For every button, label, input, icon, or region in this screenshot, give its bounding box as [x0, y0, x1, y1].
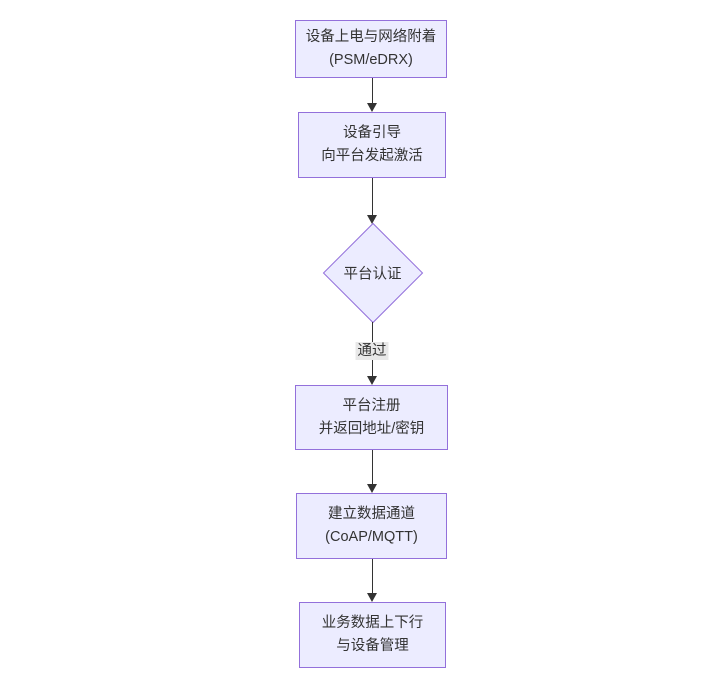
- node-label: 业务数据上下行: [321, 615, 424, 631]
- node-device-bootstrap: 设备引导 向平台发起激活: [298, 112, 446, 178]
- decision-platform-auth: 平台认证: [322, 222, 423, 324]
- arrow-down-icon: [367, 103, 377, 112]
- node-platform-register: 平台注册 并返回地址/密钥: [295, 385, 448, 450]
- arrow-down-icon: [367, 376, 377, 385]
- edge-line: [372, 178, 373, 219]
- node-label: (PSM/eDRX): [329, 52, 413, 68]
- edge-line: [372, 78, 373, 107]
- node-label: 平台认证: [343, 266, 402, 283]
- node-data-channel: 建立数据通道 (CoAP/MQTT): [296, 493, 447, 559]
- arrow-down-icon: [367, 215, 377, 224]
- node-label: 设备上电与网络附着: [305, 29, 437, 45]
- edge-line: [372, 450, 373, 488]
- arrow-down-icon: [367, 484, 377, 493]
- arrow-down-icon: [367, 593, 377, 602]
- node-business-data-mgmt: 业务数据上下行 与设备管理: [299, 602, 446, 668]
- edge-b-c: [362, 178, 382, 224]
- edge-a-b: [362, 78, 382, 112]
- edge-line: [372, 559, 373, 597]
- edge-label-pass: 通过: [355, 342, 389, 360]
- node-label: 设备引导: [343, 125, 401, 141]
- node-label: 与设备管理: [336, 638, 409, 654]
- node-label: 平台注册: [342, 397, 401, 414]
- node-power-network-attach: 设备上电与网络附着 (PSM/eDRX): [295, 20, 447, 78]
- node-label: 向平台发起激活: [321, 148, 423, 164]
- edge-d-e: [362, 450, 382, 493]
- node-label: (CoAP/MQTT): [325, 529, 418, 545]
- node-label: 建立数据通道: [328, 506, 415, 522]
- node-label: 并返回地址/密钥: [318, 420, 425, 437]
- edge-e-f: [362, 559, 382, 602]
